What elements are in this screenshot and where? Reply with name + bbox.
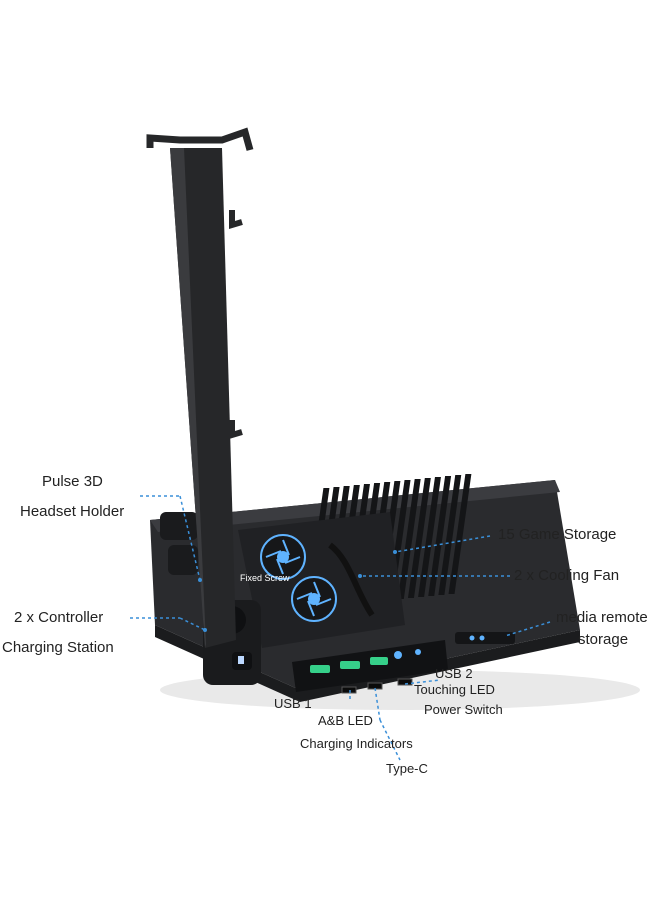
fixed-screw-label: Fixed Screw bbox=[240, 573, 290, 583]
cooling-fan-1 bbox=[260, 534, 306, 580]
headset-label-line1: Pulse 3D bbox=[42, 473, 103, 490]
touching-led-label: Touching LED bbox=[414, 682, 495, 697]
usb2-port bbox=[397, 678, 413, 686]
touch-led bbox=[394, 651, 402, 659]
cooling-fan-label: 2 x Cooling Fan bbox=[514, 567, 620, 584]
cooling-fan-2 bbox=[291, 576, 337, 622]
ab-led-label: A&B LED bbox=[318, 713, 373, 728]
top-hook bbox=[146, 127, 254, 151]
headset-label-line2: Headset Holder bbox=[20, 503, 125, 520]
led-panel bbox=[292, 640, 448, 692]
media-label-line2: storage bbox=[578, 631, 629, 648]
usb2-label: USB 2 bbox=[435, 666, 473, 681]
game-storage-label: 15 Game Storage bbox=[498, 526, 617, 543]
power-switch-label: Power Switch bbox=[424, 702, 503, 717]
side-hook-upper bbox=[229, 210, 243, 230]
controller-label-line1: 2 x Controller bbox=[14, 609, 104, 626]
charging-indicators-label: Charging Indicators bbox=[300, 736, 413, 751]
type-c-label: Type-C bbox=[386, 761, 428, 776]
charging-led-indicators bbox=[310, 657, 388, 673]
usb1-port bbox=[341, 686, 357, 694]
media-label-line1: media remote bbox=[556, 609, 648, 626]
base-front-edge bbox=[155, 625, 580, 702]
usb1-label: USB 1 bbox=[274, 696, 312, 711]
headset-post-edge bbox=[170, 148, 206, 648]
fixed-screw-cable bbox=[328, 542, 375, 617]
controller-label-line2: Charging Station bbox=[2, 639, 114, 656]
power-led bbox=[415, 649, 421, 655]
media-slot bbox=[455, 632, 515, 644]
side-hook-lower bbox=[229, 420, 243, 440]
callout-lines bbox=[130, 495, 551, 761]
